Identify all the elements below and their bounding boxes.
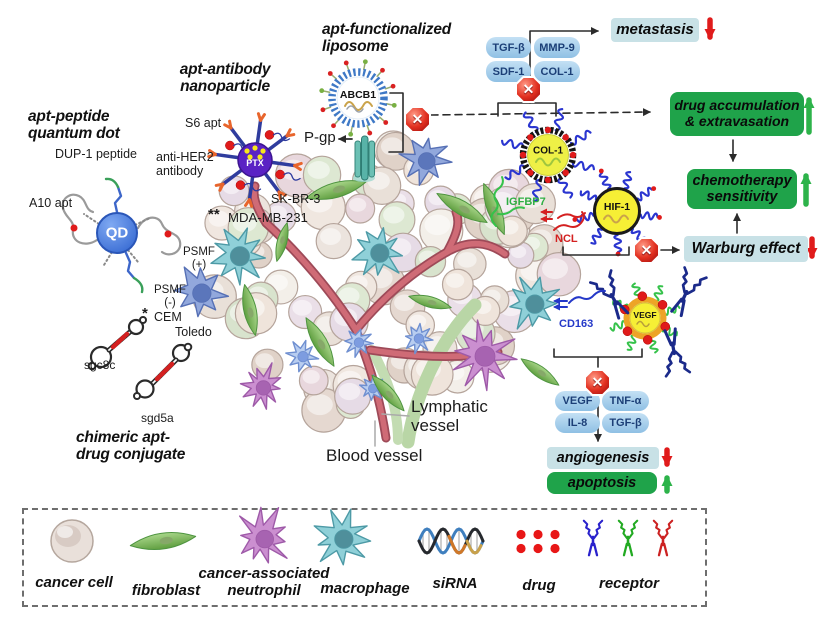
sirna-icon [417, 527, 485, 555]
chemo-sensitivity-box: chemotherapy sensitivity [687, 169, 797, 209]
asterisk-marker: * [142, 305, 148, 322]
outcome-arrows [661, 17, 818, 494]
legend-cancer-cell-label: cancer cell [35, 574, 113, 591]
legend-neutrophil-label: cancer-associated neutrophil [198, 565, 330, 599]
antibody-np-title: apt-antibody nanoparticle [179, 61, 271, 96]
drug-icon [516, 529, 560, 554]
angiogenesis-box: angiogenesis [547, 447, 659, 469]
vegf-pill: VEGF [555, 391, 600, 411]
cd163-label: CD163 [559, 318, 594, 330]
sdf1-pill: SDF-1 [486, 61, 531, 82]
legend-receptor-label: receptor [598, 575, 660, 592]
anti-her2-label: anti-HER2 antibody [156, 150, 214, 178]
abcb1-liposome-illustration [319, 59, 397, 137]
metastasis-box: metastasis [611, 18, 699, 42]
fibroblast-icon [129, 531, 197, 551]
receptor-icon [582, 519, 674, 557]
dup1-peptide-label: DUP-1 peptide [55, 147, 137, 161]
drug-accumulation-box: drug accumulation & extravasation [670, 92, 804, 136]
warburg-effect-box: Warburg effect [684, 236, 808, 262]
immune-cell-illustration [173, 137, 561, 410]
blocked-icon: ✕ [633, 237, 660, 264]
psmf-negative-label: PSMF (-) [154, 284, 186, 309]
liposome-title: apt-functionalized liposome [322, 21, 452, 56]
psmf-positive-label: PSMF (+) [183, 246, 215, 271]
cancer-associated-neutrophil-icon [239, 506, 288, 564]
legend-drug-label: drug [522, 577, 556, 594]
chimera-title: chimeric apt- drug conjugate [76, 429, 186, 464]
legend-macrophage-label: macrophage [320, 580, 410, 597]
s6-aptamer-label: S6 apt [185, 116, 222, 130]
qd-core-label: QD [105, 224, 129, 242]
legend-panel-border [22, 508, 707, 607]
quantum-dot-illustration [61, 177, 182, 294]
lymphatic-vessel-label: Lymphatic vessel [411, 397, 488, 436]
col1-nanoparticle-illustration [501, 108, 595, 202]
ptx-core-label: PTX [246, 158, 264, 168]
abcb1-core-label: ABCB1 [339, 89, 377, 101]
hif1-nanoparticle-illustration [572, 168, 662, 257]
macrophage-icon [313, 508, 372, 566]
p-gp-channel-illustration [353, 135, 375, 182]
blocked-icon: ✕ [515, 76, 542, 103]
chimeric-aptamer-illustration [87, 316, 193, 400]
sgc8c-label: sgc8c [84, 358, 116, 372]
a10-aptamer-label: A10 apt [29, 196, 73, 210]
sgd5a-label: sgd5a [141, 411, 174, 425]
igfbp7-label: IGFBP7 [506, 196, 546, 208]
hif1-core-label: HIF-1 [603, 201, 631, 213]
mmp9-pill: MMP-9 [534, 37, 580, 58]
tnfa-pill: TNF-α [602, 391, 649, 411]
vegf-nanoparticle-illustration [589, 266, 708, 378]
marker-squiggle-illustration [490, 176, 606, 311]
col1-core-label: COL-1 [533, 145, 563, 157]
skbr3-cell-label: SK-BR-3 [271, 192, 321, 206]
cancer-cell-icon [50, 519, 94, 563]
pgp-label: P-gp [304, 129, 336, 146]
tgfb-pill: TGF-β [486, 37, 531, 58]
mdamb231-cell-label: MDA-MB-231 [228, 210, 308, 225]
qd-strategy-title: apt-peptide quantum dot [28, 108, 120, 143]
vegf-core-label: VEGF [633, 310, 657, 320]
apoptosis-box: apoptosis [547, 472, 657, 494]
toledo-cell-label: Toledo [175, 325, 212, 339]
ptx-nanoparticle-illustration [207, 112, 303, 208]
blood-vessel-label: Blood vessel [326, 446, 423, 465]
col1-pill: COL-1 [534, 61, 580, 82]
legend-sirna-label: siRNA [432, 575, 478, 592]
connector-lines [338, 27, 741, 447]
cem-cell-label: CEM [154, 310, 182, 324]
legend-fibroblast-label: fibroblast [131, 582, 201, 599]
blocked-icon: ✕ [584, 369, 611, 396]
tgfb2-pill: TGF-β [602, 413, 649, 433]
double-asterisk-marker: ** [208, 206, 220, 223]
il8-pill: IL-8 [555, 413, 600, 433]
blocked-icon: ✕ [404, 106, 431, 133]
fibroblast-illustration [242, 180, 560, 412]
ncl-label: NCL [555, 233, 578, 245]
